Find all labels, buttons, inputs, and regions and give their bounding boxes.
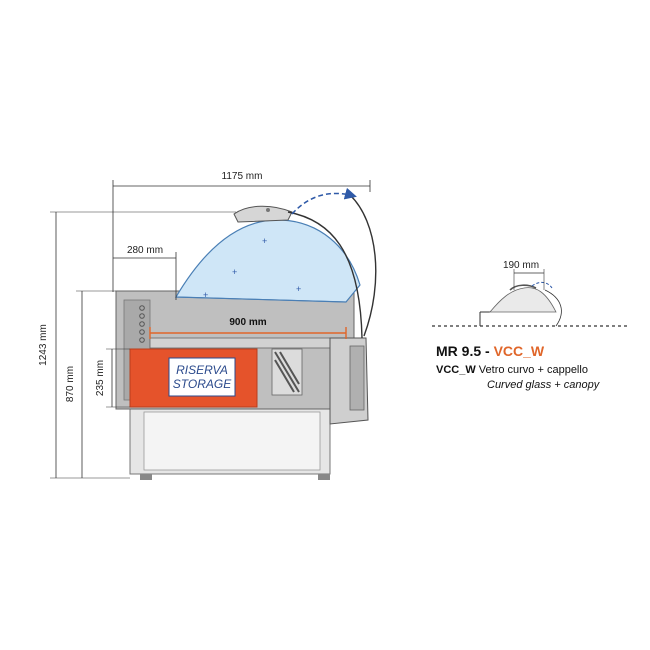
glass-sparkle: + [262, 236, 267, 246]
display-shelf [149, 337, 351, 349]
height-total-label: 1243 mm [38, 324, 49, 366]
model-title: MR 9.5 - VCC_W [436, 343, 545, 359]
description-english: Curved glass + canopy [487, 379, 601, 391]
title-block: MR 9.5 - VCC_W VCC_W Vetro curvo + cappe… [436, 343, 601, 391]
description-italian: Vetro curvo + cappello [476, 364, 588, 376]
height-counter-label: 870 mm [65, 366, 76, 402]
canopy-detail: 190 mm [432, 260, 630, 327]
glass-base [175, 296, 347, 303]
base-panel [143, 411, 321, 471]
opening-arrow [291, 187, 357, 215]
cabinet-drawing: RISERVA STORAGE + + + + 900 mm [115, 187, 377, 480]
bolt [139, 329, 145, 335]
glass-sparkle: + [296, 284, 301, 294]
bolt [139, 337, 145, 343]
glass-sparkle: + [203, 290, 208, 300]
glass-sparkle: + [232, 267, 237, 277]
foot-left [140, 474, 152, 480]
front-bumper [349, 345, 365, 411]
detail-glass [489, 287, 557, 313]
depth-280-label: 280 mm [127, 245, 163, 256]
storage-label-box [168, 357, 236, 397]
bolt [139, 313, 145, 319]
storage-label-line1: RISERVA [176, 363, 228, 377]
hatch-line [279, 351, 300, 385]
canopy-bolt [266, 208, 270, 212]
model-code: MR 9.5 - [436, 343, 494, 359]
foot-right [318, 474, 330, 480]
bolt [139, 305, 145, 311]
detail-canopy [509, 284, 537, 291]
glass-frame-line [287, 211, 363, 339]
canopy [233, 205, 293, 223]
width-label: 1175 mm [222, 171, 263, 182]
dimension-lines: 1175 mm 280 mm 1243 mm 870 mm 235 mm [38, 171, 371, 479]
model-variant: VCC_W [494, 343, 545, 359]
open-glass-arc [349, 194, 377, 337]
model-subtitle: VCC_W Vetro curvo + cappello [436, 364, 588, 376]
variant-code: VCC_W [436, 364, 476, 376]
detail-190-label: 190 mm [503, 260, 539, 271]
depth-900-label: 900 mm [229, 317, 266, 328]
detail-opening-arrow [531, 281, 553, 289]
hatch-line [274, 351, 300, 393]
storage-label-line2: STORAGE [173, 377, 232, 391]
detail-open-arc [544, 289, 562, 327]
hatch-line [274, 359, 295, 393]
bolt [139, 321, 145, 327]
height-storage-label: 235 mm [95, 360, 106, 396]
